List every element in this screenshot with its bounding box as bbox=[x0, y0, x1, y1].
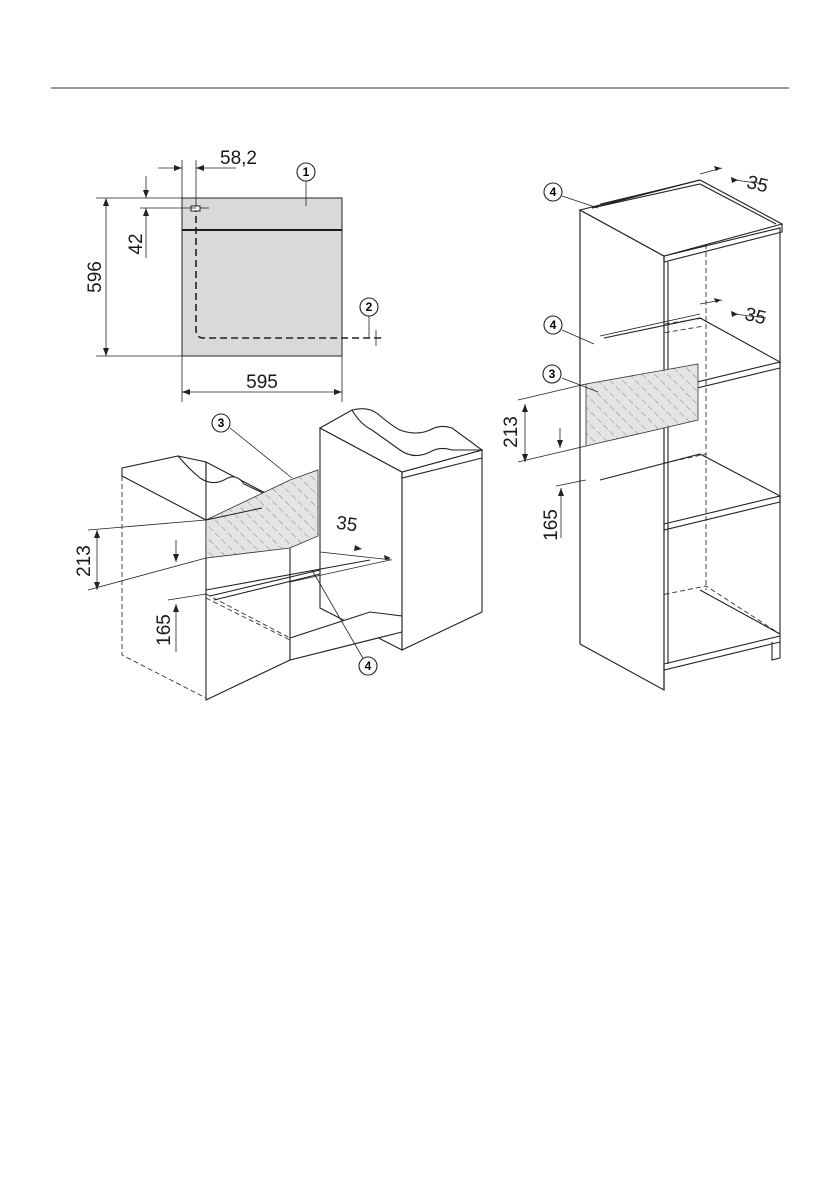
dim-floor-height-left: 165 bbox=[154, 614, 175, 646]
callout-cable: 2 bbox=[366, 300, 373, 314]
dim-offset-side: 58,2 bbox=[220, 148, 257, 169]
oven-front-panel bbox=[182, 198, 342, 356]
dim-gap-depth-left: 35 bbox=[335, 513, 359, 537]
callout-vent-tall: 3 bbox=[549, 367, 556, 381]
under-counter-view: 213 165 35 3 4 bbox=[74, 409, 482, 700]
dim-mid-depth: 35 bbox=[743, 304, 769, 329]
oven-front-view: 595 596 42 58,2 1 2 bbox=[85, 148, 382, 402]
dim-vent-height-tall: 213 bbox=[501, 416, 522, 448]
tall-unit-view: 35 35 213 165 4 4 3 bbox=[501, 166, 782, 690]
callout-gap-mid: 4 bbox=[550, 318, 557, 332]
callout-vent-left: 3 bbox=[218, 416, 225, 430]
dim-top-depth: 35 bbox=[745, 172, 771, 197]
dim-vent-height-left: 213 bbox=[74, 545, 95, 577]
dim-width: 595 bbox=[246, 372, 278, 393]
callout-appliance: 1 bbox=[303, 165, 310, 179]
dim-offset-top: 42 bbox=[126, 233, 147, 254]
dim-floor-height-tall: 165 bbox=[541, 509, 562, 541]
callout-gap-top: 4 bbox=[550, 185, 557, 199]
dim-height: 596 bbox=[85, 261, 106, 293]
callout-gap-left: 4 bbox=[365, 659, 372, 673]
